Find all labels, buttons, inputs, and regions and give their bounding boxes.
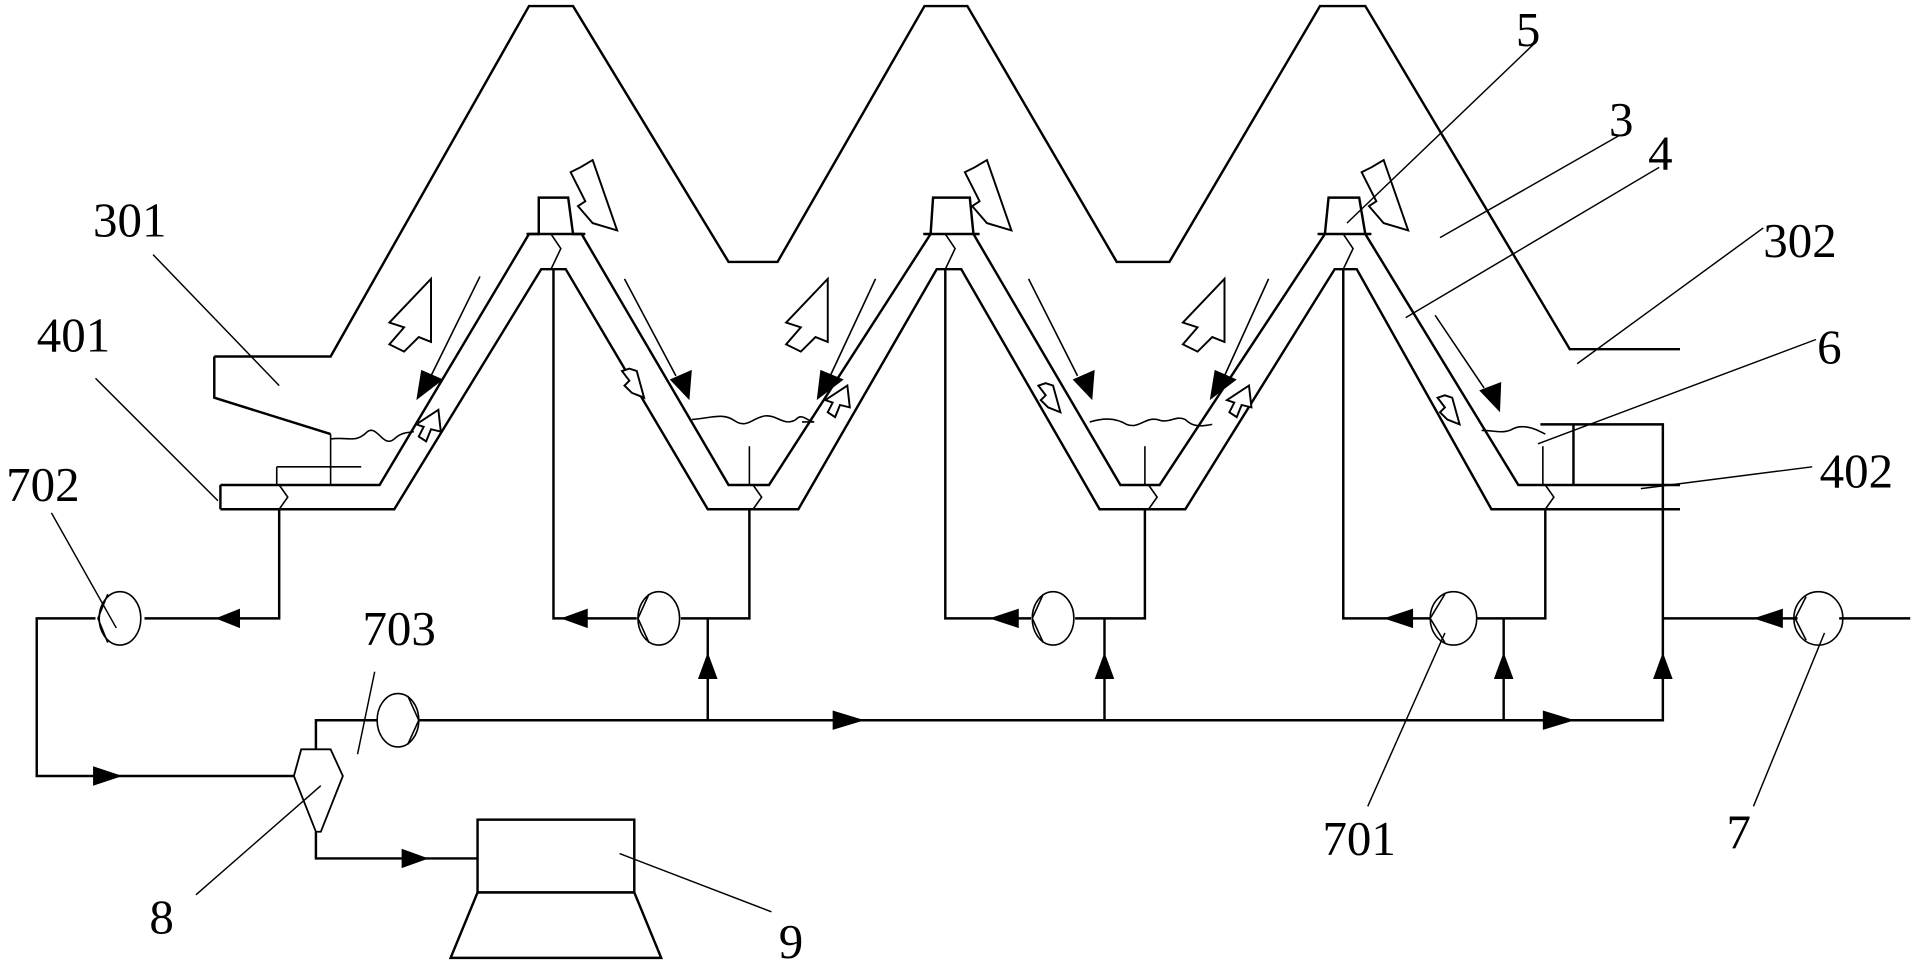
channel-upper-wall bbox=[220, 196, 1680, 487]
joint-3 bbox=[1147, 484, 1159, 510]
peak-joint-1 bbox=[550, 233, 562, 270]
channel-lower-wall bbox=[220, 267, 1680, 511]
label-402: 402 bbox=[1820, 445, 1893, 499]
outer-housing bbox=[214, 4, 1680, 358]
peak-joint-2 bbox=[944, 233, 957, 270]
arrow-right-icon bbox=[401, 848, 429, 869]
pipe-to-collector bbox=[314, 831, 478, 860]
arrow-left-icon bbox=[1383, 608, 1414, 629]
arrow-left-icon bbox=[1753, 608, 1783, 629]
label-702: 702 bbox=[6, 458, 79, 512]
airflow-arrows bbox=[387, 158, 1462, 443]
joint-1 bbox=[278, 484, 289, 510]
pipe-return bbox=[314, 719, 378, 750]
peak-joint-3 bbox=[1342, 233, 1354, 270]
label-4: 4 bbox=[1648, 127, 1672, 181]
arrow-up-icon bbox=[1094, 652, 1115, 679]
label-9: 9 bbox=[779, 915, 803, 969]
liquid-pool-2 bbox=[691, 415, 815, 425]
arrow-right-icon bbox=[93, 766, 123, 786]
label-7: 7 bbox=[1727, 806, 1751, 860]
inlet-weir bbox=[275, 466, 362, 485]
pump-702 bbox=[97, 590, 142, 646]
arrow-up-icon bbox=[697, 652, 718, 679]
arrow-right-icon bbox=[832, 710, 865, 730]
arrow-up-icon bbox=[1653, 652, 1673, 679]
pump-loop-1 bbox=[637, 590, 681, 646]
label-701: 701 bbox=[1322, 812, 1395, 866]
joint-2 bbox=[752, 484, 763, 510]
label-302: 302 bbox=[1763, 214, 1836, 268]
pipe-to-separator bbox=[35, 617, 294, 778]
label-3: 3 bbox=[1609, 93, 1633, 147]
collector-base bbox=[448, 891, 664, 960]
slope-flow-arrows bbox=[416, 276, 1502, 413]
arrow-right-icon bbox=[1542, 710, 1575, 730]
pump-loop-2 bbox=[1031, 590, 1075, 646]
label-301: 301 bbox=[93, 194, 166, 248]
pipe-discharge bbox=[144, 509, 281, 620]
arrow-left-icon bbox=[215, 608, 240, 629]
loop-2-right bbox=[1075, 509, 1147, 620]
label-5: 5 bbox=[1516, 3, 1540, 57]
loop-1 bbox=[552, 269, 637, 620]
housing-inlet-box bbox=[213, 356, 331, 436]
label-703: 703 bbox=[362, 602, 435, 656]
joint-4 bbox=[1544, 484, 1555, 510]
label-6: 6 bbox=[1817, 321, 1841, 375]
arrow-left-icon bbox=[989, 608, 1019, 629]
liquid-pool-4 bbox=[1481, 425, 1546, 435]
collector-9 bbox=[476, 818, 636, 894]
pump-7 bbox=[1793, 590, 1844, 646]
arrow-left-icon bbox=[560, 608, 588, 629]
loop-2 bbox=[944, 269, 1032, 620]
leader-lines bbox=[50, 40, 1826, 913]
label-8: 8 bbox=[149, 891, 173, 945]
label-401: 401 bbox=[37, 309, 110, 363]
loop-1-right bbox=[680, 509, 751, 620]
separator-8 bbox=[292, 748, 344, 833]
pump-701 bbox=[1429, 590, 1478, 646]
liquid-pool-1 bbox=[329, 429, 415, 485]
liquid-pool-3 bbox=[1089, 417, 1213, 427]
loop-3-right bbox=[1476, 509, 1547, 620]
outlet-box bbox=[1540, 423, 1665, 722]
arrow-up-icon bbox=[1493, 652, 1514, 679]
pump-703 bbox=[376, 692, 420, 748]
